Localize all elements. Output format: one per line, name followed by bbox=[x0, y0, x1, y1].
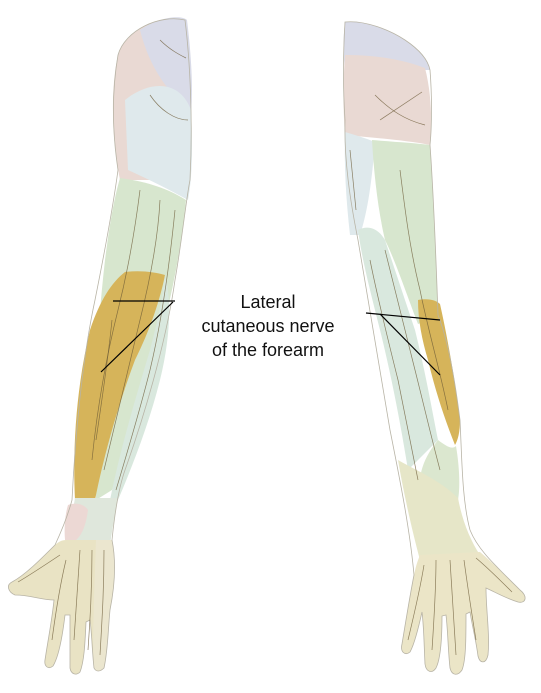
posterior-arm-green-region bbox=[372, 140, 438, 324]
anterior-axilla-region bbox=[140, 17, 192, 110]
posterior-hand-nerve-2 bbox=[449, 559, 457, 656]
anterior-arm bbox=[8, 17, 192, 675]
anterior-medial-arm-region bbox=[125, 86, 192, 200]
anterior-nerve-1 bbox=[91, 189, 141, 461]
posterior-forearm-medial-region bbox=[358, 227, 438, 470]
label-line-2: cutaneous nerve bbox=[201, 316, 334, 336]
anterior-nerve-6 bbox=[159, 39, 187, 59]
anterior-hand-ulnar bbox=[93, 540, 115, 671]
anterior-thenar-pink bbox=[64, 503, 88, 540]
pointer-right-horizontal bbox=[365, 312, 441, 321]
label-line-1: Lateral bbox=[240, 292, 295, 312]
anterior-nerve-5 bbox=[149, 94, 189, 121]
posterior-nerve-5 bbox=[369, 259, 419, 481]
posterior-deltoid-region bbox=[343, 55, 432, 145]
posterior-nerve-6 bbox=[349, 149, 357, 211]
anterior-nerve-3 bbox=[115, 209, 176, 491]
posterior-hand-nerve-5 bbox=[407, 564, 425, 641]
posterior-hand bbox=[401, 552, 526, 675]
posterior-nerve-1 bbox=[374, 94, 426, 126]
posterior-lower-forearm bbox=[398, 460, 480, 560]
posterior-hand-nerve-1 bbox=[431, 559, 437, 651]
label-line-3: of the forearm bbox=[212, 340, 324, 360]
anterior-hand-nerve-3 bbox=[99, 549, 105, 656]
posterior-hand-nerve-4 bbox=[475, 557, 513, 593]
posterior-nerve-4 bbox=[384, 249, 441, 471]
posterior-arm-outline bbox=[343, 21, 526, 675]
anterior-hand bbox=[8, 540, 115, 675]
posterior-hand-nerve-3 bbox=[463, 559, 477, 641]
posterior-lateral-cutaneous-region bbox=[418, 299, 460, 445]
label-group: Lateral cutaneous nerve of the forearm bbox=[100, 292, 441, 376]
anterior-medial-forearm-region bbox=[110, 275, 170, 500]
anterior-hand-nerve-4 bbox=[51, 559, 67, 641]
posterior-nerve-3 bbox=[399, 169, 449, 411]
anterior-lateral-cutaneous-region bbox=[74, 271, 165, 500]
anterior-nerve-2 bbox=[103, 199, 161, 471]
posterior-arm bbox=[343, 21, 526, 675]
anterior-hand-nerve-1 bbox=[73, 549, 81, 641]
anterior-hand-nerve-5 bbox=[17, 554, 61, 583]
posterior-medial-upper bbox=[344, 132, 375, 235]
anterior-hand-nerve-2 bbox=[87, 549, 93, 651]
pointer-left-diagonal bbox=[100, 301, 174, 373]
posterior-nerve-2 bbox=[379, 91, 423, 121]
pointer-right-diagonal bbox=[379, 313, 441, 376]
anterior-arm-outline bbox=[8, 18, 192, 675]
anterior-nerve-4 bbox=[95, 319, 113, 441]
